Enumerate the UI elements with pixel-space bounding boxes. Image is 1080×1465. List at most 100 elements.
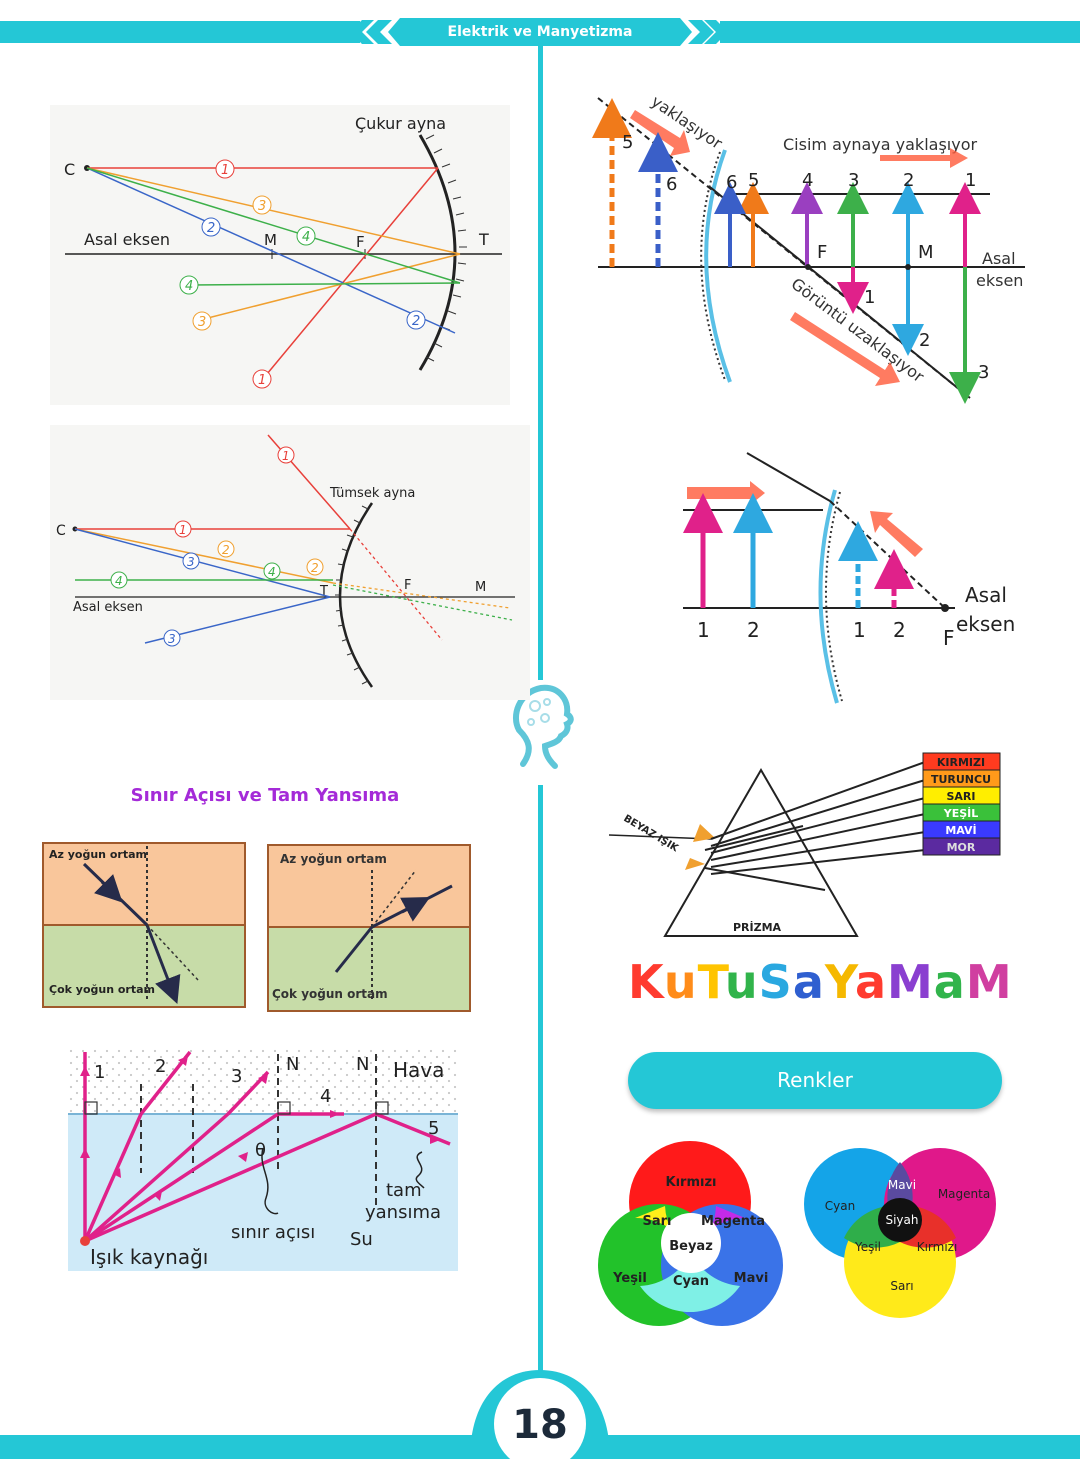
head-logo-icon <box>512 684 574 769</box>
svg-text:sınır açısı: sınır açısı <box>231 1222 315 1243</box>
svg-text:5: 5 <box>622 132 633 153</box>
convex-mirror-label: Tümsek ayna <box>329 486 415 501</box>
svg-text:BEYAZ IŞIK: BEYAZ IŞIK <box>621 813 681 855</box>
svg-text:F: F <box>817 242 827 263</box>
svg-text:YEŞİL: YEŞİL <box>943 806 979 820</box>
svg-text:5: 5 <box>748 170 759 191</box>
svg-text:Beyaz: Beyaz <box>669 1239 713 1254</box>
brand-logo: KuTuSaYaMaM <box>628 955 1013 1009</box>
svg-text:1: 1 <box>282 449 290 463</box>
svg-text:2: 2 <box>222 543 230 557</box>
svg-text:Kırmızı: Kırmızı <box>917 1240 958 1254</box>
svg-text:M: M <box>918 242 934 263</box>
svg-text:6: 6 <box>666 174 677 195</box>
svg-text:Az yoğun ortam: Az yoğun ortam <box>49 848 147 861</box>
svg-text:M: M <box>475 580 486 595</box>
prism-diagram: BEYAZ IŞIK PRİZMA KIRMIZI TURUNCU SARI Y… <box>608 752 1001 937</box>
svg-text:yansıma: yansıma <box>365 1202 441 1223</box>
svg-text:KIRMIZI: KIRMIZI <box>937 756 985 769</box>
svg-text:3: 3 <box>258 199 266 214</box>
svg-text:1: 1 <box>864 287 875 308</box>
svg-text:Yeşil: Yeşil <box>612 1271 647 1286</box>
svg-text:Su: Su <box>350 1229 373 1250</box>
svg-text:TURUNCU: TURUNCU <box>931 773 991 786</box>
svg-text:Kırmızı: Kırmızı <box>666 1175 717 1190</box>
svg-text:M: M <box>264 231 277 249</box>
svg-text:Cyan: Cyan <box>825 1199 855 1213</box>
svg-text:1: 1 <box>179 523 187 537</box>
svg-text:F: F <box>404 578 411 593</box>
svg-text:Asal eksen: Asal eksen <box>73 600 143 615</box>
convex-image-diagram: 1 2 1 2 F Asal eksen <box>683 452 1015 704</box>
svg-text:4: 4 <box>802 170 813 191</box>
svg-text:3: 3 <box>168 632 176 646</box>
footer-bar <box>0 1370 1080 1459</box>
header-title: Elektrik ve Manyetizma <box>447 24 633 40</box>
section-title-critical-angle: Sınır Açısı ve Tam Yansıma <box>130 785 400 806</box>
svg-text:Mavi: Mavi <box>734 1271 769 1286</box>
svg-text:4: 4 <box>320 1086 331 1107</box>
svg-text:θ: θ <box>255 1140 266 1161</box>
svg-text:1: 1 <box>258 373 266 388</box>
svg-text:3: 3 <box>978 362 989 383</box>
colors-title-button[interactable]: Renkler <box>628 1052 1002 1109</box>
svg-text:4: 4 <box>185 279 193 294</box>
svg-text:4: 4 <box>302 230 310 245</box>
svg-text:N: N <box>286 1054 299 1075</box>
svg-text:Çok yoğun ortam: Çok yoğun ortam <box>49 983 155 996</box>
svg-text:Asal: Asal <box>982 249 1016 268</box>
svg-text:1: 1 <box>94 1062 105 1083</box>
svg-text:F: F <box>356 233 365 251</box>
svg-text:MOR: MOR <box>947 841 976 854</box>
svg-text:eksen: eksen <box>956 612 1015 636</box>
svg-text:N: N <box>356 1054 369 1075</box>
svg-text:Asal: Asal <box>965 583 1007 607</box>
svg-text:2: 2 <box>412 314 420 329</box>
svg-text:Magenta: Magenta <box>701 1214 765 1229</box>
svg-text:1: 1 <box>221 163 229 178</box>
svg-text:Az yoğun ortam: Az yoğun ortam <box>280 852 387 866</box>
svg-text:2: 2 <box>311 561 319 575</box>
svg-text:6: 6 <box>726 172 737 193</box>
convex-mirror-diagram: Tümsek ayna Asal eksen C T F M 1 1 2 2 3… <box>50 425 530 700</box>
svg-text:3: 3 <box>231 1066 242 1087</box>
svg-text:4: 4 <box>115 574 123 588</box>
concave-mirror-diagram: Çukur ayna Asal eksen C M F T 1 2 3 4 4 … <box>50 105 510 405</box>
svg-text:Cyan: Cyan <box>673 1274 709 1289</box>
svg-text:eksen: eksen <box>976 271 1023 290</box>
svg-text:2: 2 <box>893 618 906 642</box>
svg-text:C: C <box>64 160 75 179</box>
svg-text:F: F <box>943 626 955 650</box>
svg-text:1: 1 <box>853 618 866 642</box>
svg-text:T: T <box>319 584 328 599</box>
svg-text:2: 2 <box>919 330 930 351</box>
svg-text:Hava: Hava <box>393 1058 444 1082</box>
subtractive-colors-diagram: Mavi Cyan Magenta Siyah Yeşil Kırmızı Sa… <box>804 1148 996 1318</box>
svg-text:T: T <box>478 230 489 249</box>
svg-text:Magenta: Magenta <box>938 1187 990 1201</box>
additive-colors-diagram: Kırmızı Sarı Magenta Beyaz Yeşil Cyan Ma… <box>598 1141 783 1326</box>
svg-text:Mavi: Mavi <box>888 1178 916 1192</box>
svg-text:2: 2 <box>903 170 914 191</box>
svg-text:4: 4 <box>268 565 276 579</box>
svg-text:PRİZMA: PRİZMA <box>733 920 782 934</box>
svg-text:2: 2 <box>747 618 760 642</box>
svg-text:Sarı: Sarı <box>890 1279 913 1293</box>
svg-text:tam: tam <box>386 1180 422 1201</box>
svg-text:Siyah: Siyah <box>885 1213 918 1227</box>
svg-text:Işık kaynağı: Işık kaynağı <box>90 1245 208 1269</box>
svg-text:Yeşil: Yeşil <box>854 1240 881 1254</box>
svg-text:3: 3 <box>187 555 195 569</box>
center-divider <box>538 40 543 1400</box>
header-bar <box>0 17 1080 47</box>
svg-text:Çok yoğun ortam: Çok yoğun ortam <box>272 987 388 1001</box>
svg-text:SARI: SARI <box>947 790 976 803</box>
svg-text:Sarı: Sarı <box>642 1214 671 1229</box>
concave-mirror-label: Çukur ayna <box>355 114 446 133</box>
label-object-approach: Cisim aynaya yaklaşıyor <box>783 135 977 154</box>
object-approach-diagram: Asal eksen Cisim aynaya yaklaşıyor yakla… <box>592 92 1025 404</box>
axis-label: Asal eksen <box>84 230 170 249</box>
svg-text:C: C <box>56 523 66 539</box>
svg-text:5: 5 <box>428 1118 439 1139</box>
svg-text:MAVİ: MAVİ <box>945 823 976 837</box>
